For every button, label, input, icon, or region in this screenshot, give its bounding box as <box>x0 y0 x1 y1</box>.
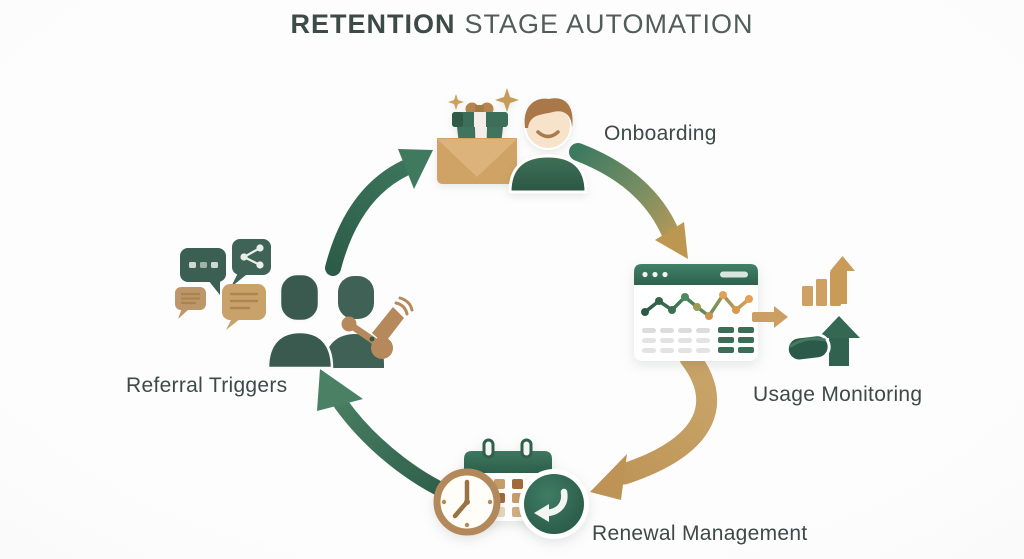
page-title: RETENTION STAGE AUTOMATION <box>10 9 1024 40</box>
message-bubble-icon <box>175 287 206 319</box>
typing-bubble-icon <box>180 248 226 295</box>
person-silhouette <box>266 272 334 370</box>
person-silhouette <box>324 276 384 368</box>
analytics-window-icon <box>634 264 758 361</box>
flow-arrow-icon <box>752 306 788 328</box>
clock-icon <box>433 468 501 536</box>
stage-label-referral-triggers: Referral Triggers <box>126 374 288 397</box>
open-envelope-icon <box>437 138 517 184</box>
data-rows <box>642 327 754 353</box>
title-emphasis: RETENTION <box>290 9 456 39</box>
stage-label-usage-monitoring: Usage Monitoring <box>753 383 923 406</box>
new-customer-icon <box>508 98 588 194</box>
trend-line-chart <box>641 291 753 320</box>
referrers-icon <box>266 272 384 370</box>
stage-label-renewal-management: Renewal Management <box>592 522 808 545</box>
megaphone-icon <box>341 296 414 359</box>
share-bubble-icon <box>231 239 271 287</box>
title-rest: STAGE AUTOMATION <box>464 9 754 39</box>
gift-envelope-icon <box>437 88 519 184</box>
growth-bars-icon <box>802 256 855 306</box>
usage-trend-icon <box>785 316 860 366</box>
arrow-usage-to-renewal <box>590 347 718 500</box>
sparkle-icon <box>448 88 519 112</box>
arrow-onboarding-to-usage <box>569 143 688 259</box>
message-bubble-icon <box>222 284 266 330</box>
renewal-arrow-badge-icon <box>519 469 589 539</box>
stage-label-onboarding: Onboarding <box>604 122 717 145</box>
arrow-referral-to-onboarding <box>325 149 433 276</box>
chat-bubbles-icon <box>175 239 271 330</box>
